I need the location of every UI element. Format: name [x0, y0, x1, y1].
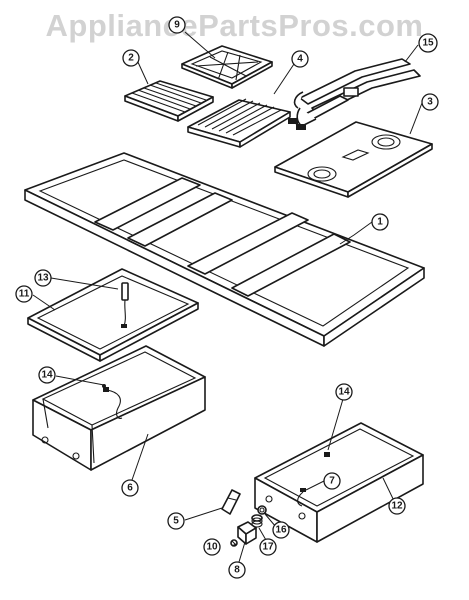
- mounting-bracket: [221, 489, 241, 515]
- callout-17: 17: [259, 538, 277, 556]
- callout-15-label: 15: [422, 38, 434, 49]
- callout-1-label: 1: [377, 217, 383, 228]
- callout-17-label: 17: [262, 542, 274, 553]
- callout-8: 8: [228, 561, 246, 579]
- callout-5-label: 5: [173, 516, 179, 527]
- griddle-grate: [187, 98, 291, 148]
- callout-13-label: 13: [37, 273, 49, 284]
- burner-grate: [181, 45, 273, 89]
- callout-6-label: 6: [127, 483, 133, 494]
- callout-4: 4: [291, 50, 309, 68]
- callout-3: 3: [421, 93, 439, 111]
- callout-10: 10: [203, 538, 221, 556]
- callout-14-right: 14: [335, 383, 353, 401]
- callout-8-label: 8: [234, 565, 240, 576]
- callout-9-label: 9: [174, 20, 180, 31]
- callout-3-label: 3: [427, 97, 433, 108]
- switch-block: [237, 521, 257, 545]
- burner-cartridge-top: [274, 121, 433, 198]
- callout-10-label: 10: [206, 542, 218, 553]
- callout-5: 5: [167, 512, 185, 530]
- callout-7-label: 7: [329, 476, 335, 487]
- burner-box-right: [254, 422, 424, 543]
- callout-13: 13: [34, 269, 52, 287]
- callout-14-left: 14: [38, 366, 56, 384]
- callout-12: 12: [388, 497, 406, 515]
- callout-12-label: 12: [391, 501, 403, 512]
- callout-7: 7: [323, 472, 341, 490]
- callout-1: 1: [371, 213, 389, 231]
- callout-14-right-label: 14: [338, 387, 350, 398]
- grill-grate: [124, 80, 214, 122]
- callout-2-label: 2: [128, 53, 134, 64]
- watermark-text: AppliancePartsPros.com: [45, 8, 424, 43]
- burner-box-left: [32, 345, 206, 471]
- spring: [251, 514, 263, 528]
- clip: [257, 505, 267, 515]
- callout-16: 16: [272, 521, 290, 539]
- callout-16-label: 16: [275, 525, 287, 536]
- leader-lines: [32, 31, 423, 563]
- callout-15: 15: [418, 33, 438, 53]
- callout-2: 2: [122, 49, 140, 67]
- cooktop-frame: [24, 152, 425, 347]
- callout-14-left-label: 14: [41, 370, 53, 381]
- drip-tray: [27, 268, 199, 362]
- callout-11: 11: [15, 285, 33, 303]
- callout-4-label: 4: [297, 54, 303, 65]
- callout-9: 9: [168, 16, 186, 34]
- grill-element: [288, 58, 421, 130]
- callout-6: 6: [121, 479, 139, 497]
- callout-11-label: 11: [19, 289, 30, 300]
- probe-sensor: [121, 282, 129, 328]
